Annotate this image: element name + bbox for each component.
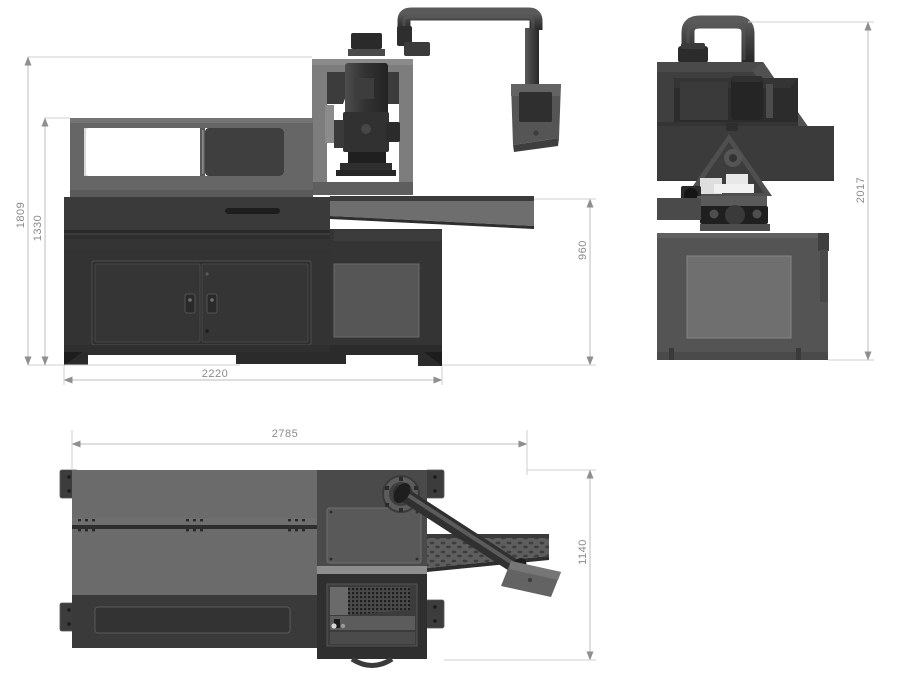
cabinet-door-left[interactable] (94, 263, 201, 343)
top-view-dimensions (71, 430, 596, 661)
bracket-top-right (425, 469, 445, 499)
front-pendant-arm (397, 7, 543, 88)
foot-center (236, 352, 346, 364)
side-foot-right (796, 348, 801, 360)
dimension-label-1809: 1809 (15, 202, 27, 228)
dimension-label-960: 960 (577, 240, 589, 260)
top-pendant-button-icon[interactable] (527, 577, 533, 583)
side-window-inner-panel (680, 82, 728, 120)
top-cover-left (72, 470, 317, 595)
front-side-column (330, 229, 442, 355)
side-pendant-arm (678, 15, 755, 63)
arm-drop-tube (525, 28, 539, 88)
top-right-module (317, 470, 427, 668)
highlight-block-2 (726, 174, 748, 184)
front-base (64, 345, 442, 366)
side-access-panel[interactable] (686, 255, 792, 339)
top-right-panel[interactable] (326, 507, 422, 564)
dimension-label-2017: 2017 (855, 177, 867, 203)
side-view-dimensions (748, 21, 874, 361)
cabinet-door-right[interactable] (201, 263, 309, 343)
side-motor-cylinder (731, 76, 763, 120)
top-front-recess (94, 606, 291, 634)
side-foot-left (669, 348, 674, 360)
side-internal-mechanism (657, 123, 834, 231)
saw-arbor (725, 205, 745, 225)
arm-elbow-left (397, 26, 412, 46)
front-control-pendant[interactable] (511, 84, 561, 152)
top-control-pendant[interactable] (501, 561, 561, 597)
pendant-screen[interactable] (519, 92, 552, 122)
side-view (657, 15, 834, 360)
highlight-block-3 (714, 184, 754, 193)
side-lower-body (657, 233, 829, 360)
table-handle[interactable] (225, 208, 280, 214)
door-handle-left[interactable] (184, 293, 196, 314)
enclosure-sliding-door[interactable] (205, 128, 284, 176)
front-spindle-motor (325, 33, 400, 176)
pendant-button-icon[interactable] (533, 130, 539, 136)
bracket-bottom-right (425, 599, 445, 629)
front-view-dimensions (24, 56, 596, 385)
dimension-label-2785: 2785 (272, 428, 298, 440)
door-handle-right[interactable] (206, 293, 218, 314)
motor-fan-cover (351, 33, 382, 49)
top-view (59, 469, 561, 668)
side-arm-base (678, 46, 708, 63)
arm-mount-block (404, 42, 430, 56)
front-discharge-chute (330, 196, 534, 229)
top-cover-assembly (72, 470, 317, 648)
front-main-body (64, 197, 330, 250)
gearbox-shaft (361, 124, 371, 134)
front-view (64, 7, 561, 366)
front-cabinet (64, 250, 330, 355)
radiator-grille (348, 587, 410, 615)
top-handle[interactable] (350, 656, 394, 668)
top-bolt-groups (78, 519, 305, 532)
side-access-panel[interactable] (333, 263, 420, 338)
dimension-label-2220: 2220 (202, 368, 228, 380)
top-cover-seam (72, 525, 317, 529)
dimension-label-1140: 1140 (577, 539, 589, 565)
front-upper-enclosure (70, 118, 313, 197)
dimension-label-1330: 1330 (32, 215, 44, 241)
